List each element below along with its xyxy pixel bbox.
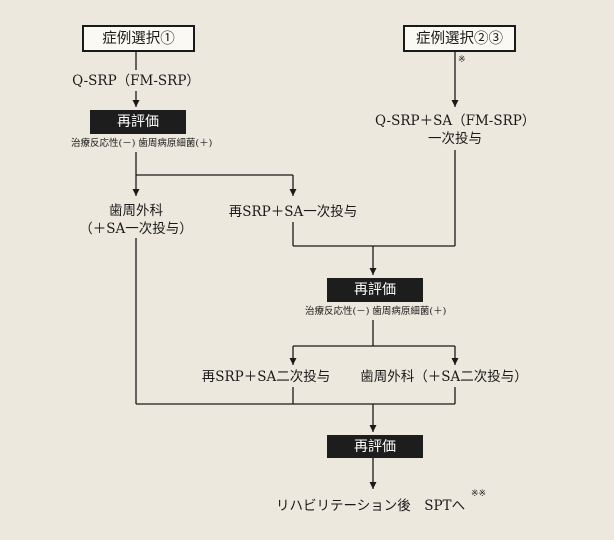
note-mark-single: ※ (458, 55, 466, 65)
case-selection-1-box: 症例選択① (82, 25, 195, 52)
final-spt-label: リハビリテーション後 SPTへ (276, 498, 466, 514)
surgery-2-label: 歯周外科（＋SA二次投与） (360, 369, 528, 385)
condition-label-2: 治療反応性(－) 歯周病原細菌(＋) (305, 306, 447, 317)
reevaluation-3-box: 再評価 (327, 435, 423, 458)
reevaluation-1-box: 再評価 (90, 110, 186, 134)
case-selection-23-box: 症例選択②③ (403, 25, 516, 52)
resrp-sa-second-label: 再SRP＋SA二次投与 (201, 369, 331, 385)
qsrp-sa-label-line2: 一次投与 (428, 131, 482, 147)
note-mark-double: ※※ (471, 489, 487, 499)
reevaluation-2-box: 再評価 (327, 278, 423, 302)
resrp-sa-first-label: 再SRP＋SA一次投与 (228, 204, 358, 220)
surgery-1-label-line1: 歯周外科 (109, 203, 163, 219)
qsrp-label: Q-SRP（FM-SRP） (72, 73, 200, 89)
surgery-1-label-line2: （＋SA一次投与） (79, 221, 193, 237)
condition-label-1: 治療反応性(－) 歯周病原細菌(＋) (71, 138, 213, 149)
qsrp-sa-label-line1: Q-SRP＋SA（FM-SRP） (375, 113, 536, 129)
